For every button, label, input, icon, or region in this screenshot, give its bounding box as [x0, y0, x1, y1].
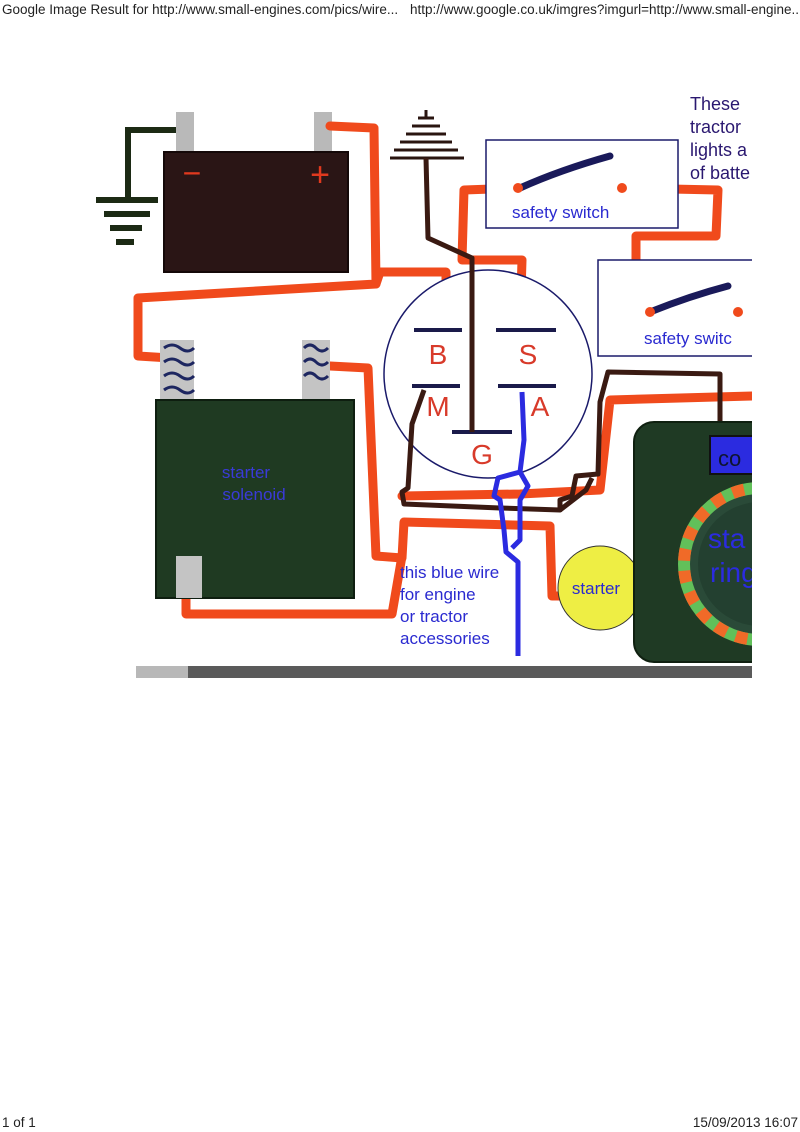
- ignition-switch: B S M A G: [383, 269, 593, 479]
- image-bottom-edge: [136, 666, 752, 678]
- solenoid-label-line2: solenoid: [222, 485, 285, 504]
- switch-ground-icon: [390, 110, 464, 160]
- starter-label: starter: [572, 579, 621, 598]
- terminal-m-label: M: [426, 391, 449, 422]
- battery-plus-label: +: [310, 156, 330, 194]
- safety-switch-2-label: safety switc: [644, 329, 732, 348]
- black-wires: [399, 157, 723, 513]
- solenoid-label-line1: starter: [222, 463, 271, 482]
- terminal-b-label: B: [429, 339, 448, 370]
- top-note-line4: of batte: [690, 163, 750, 183]
- print-footer-timestamp: 15/09/2013 16:07: [692, 1115, 798, 1130]
- blue-wire-note-line1: this blue wire: [400, 563, 499, 582]
- coil-label: co: [718, 446, 741, 471]
- ring-label-line2: ring: [710, 557, 757, 588]
- top-note: These tractor lights a of batte: [690, 94, 750, 183]
- print-footer-page: 1 of 1: [2, 1115, 36, 1130]
- ring-label-line1: sta: [708, 523, 746, 554]
- blue-wire-note-line3: or tractor: [400, 607, 468, 626]
- blue-wire-note: this blue wire for engine or tractor acc…: [400, 563, 499, 648]
- terminal-s-label: S: [519, 339, 538, 370]
- terminal-g-label: G: [471, 439, 493, 470]
- print-header-title: Google Image Result for http://www.small…: [2, 2, 397, 17]
- wiring-diagram: − + safety switch safety switc: [96, 94, 757, 678]
- blue-wire-note-line2: for engine: [400, 585, 476, 604]
- starter: starter: [557, 545, 643, 631]
- safety-switch-2: safety switc: [597, 259, 752, 357]
- print-header-url: http://www.google.co.uk/imgres?imgurl=ht…: [410, 2, 798, 17]
- battery-minus-label: −: [183, 155, 202, 191]
- terminal-a-label: A: [531, 391, 550, 422]
- top-note-line2: tractor: [690, 117, 741, 137]
- blue-wire: [491, 391, 531, 656]
- battery-ground-icon: [96, 127, 182, 245]
- battery: − +: [163, 112, 349, 273]
- engine-flywheel: co sta ring: [633, 421, 757, 663]
- top-note-line1: These: [690, 94, 740, 114]
- top-note-line3: lights a: [690, 140, 748, 160]
- blue-wire-note-line4: accessories: [400, 629, 490, 648]
- safety-switch-1-label: safety switch: [512, 203, 609, 222]
- safety-switch-1: safety switch: [485, 139, 679, 229]
- red-wires: [133, 121, 752, 619]
- starter-solenoid: starter solenoid: [155, 340, 355, 599]
